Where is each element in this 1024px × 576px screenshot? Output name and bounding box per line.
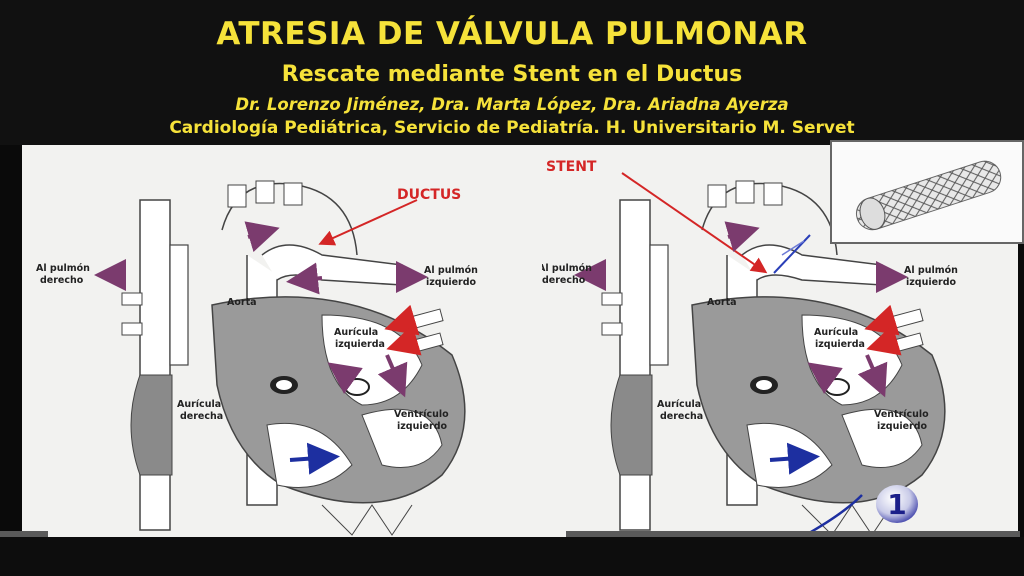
label-right-atrium: Aurícula [657,399,701,410]
slide-affiliation: Cardiología Pediátrica, Servicio de Pedi… [169,118,855,138]
label-left-atrium: Aurícula [334,327,378,338]
ductus-pointer-arrow [318,199,418,246]
bottom-strip [0,537,1024,576]
heart-diagram-ductus: DUCTUS Al pulmón derecho Al pulmón izqui… [22,145,512,537]
label-lung-left-2: izquierdo [906,277,957,288]
slide-title: ATRESIA DE VÁLVULA PULMONAR [216,16,808,52]
label-left-atrium-2: izquierda [335,339,385,350]
label-left-ventricle: Ventrículo [874,409,929,420]
heart-ductus-illustration: DUCTUS Al pulmón derecho Al pulmón izqui… [36,180,478,536]
label-aorta: Aorta [707,297,737,308]
label-right-atrium: Aurícula [177,399,221,410]
label-lung-right: Al pulmón [36,263,90,274]
slide-subtitle: Rescate mediante Stent en el Ductus [281,62,743,87]
vena-cava [139,199,171,531]
channel-number: 1 [887,488,906,521]
stent-pointer-arrow [621,172,768,274]
pulmonary-artery [261,244,403,286]
channel-logo: 1 [874,483,920,525]
label-left-ventricle-2: izquierdo [877,421,928,432]
label-lung-right-2: derecho [542,275,586,286]
ductus-label: DUCTUS [397,187,461,203]
label-left-ventricle-2: izquierdo [397,421,448,432]
slide-authors: Dr. Lorenzo Jiménez, Dra. Marta López, D… [235,95,789,114]
left-ventricle-chamber [361,408,443,468]
label-lung-right-2: derecho [40,275,84,286]
label-lung-left: Al pulmón [904,265,958,276]
right-atrium-wall [130,374,173,476]
label-lung-left: Al pulmón [424,265,478,276]
label-right-atrium-2: derecha [660,411,703,422]
label-left-ventricle: Ventrículo [394,409,449,420]
heart-diagram-stent: STENT Al pulmón derecho Al pulmón izquie… [542,145,1024,537]
heart-stent-illustration: STENT Al pulmón derecho Al pulmón izquie… [542,159,958,537]
tve-one-logo-icon: 1 [876,485,918,523]
label-aorta: Aorta [227,297,257,308]
label-right-atrium-2: derecha [180,411,223,422]
label-lung-right: Al pulmón [542,263,592,274]
label-left-atrium: Aurícula [814,327,858,338]
stent-mesh-image [855,160,1002,231]
stent-label: STENT [546,159,597,175]
venous-flow-arrow [289,442,340,475]
label-lung-left-2: izquierdo [426,277,477,288]
label-left-atrium-2: izquierda [815,339,865,350]
slide-header: ATRESIA DE VÁLVULA PULMONAR Rescate medi… [0,0,1024,145]
stent-photo-inset [830,140,1024,244]
